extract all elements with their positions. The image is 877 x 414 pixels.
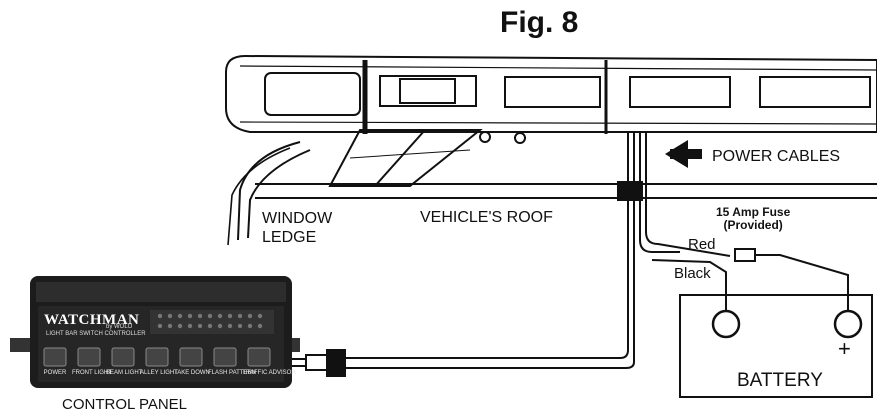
vehicles-roof-label: VEHICLE'S ROOF bbox=[420, 209, 553, 226]
window-ledge-label: WINDOW LEDGE bbox=[262, 209, 332, 247]
black-wire bbox=[651, 259, 727, 312]
traffic-advisor-button-label: TRAFFIC ADVISOR bbox=[242, 370, 296, 376]
battery bbox=[679, 294, 873, 398]
flash-pattern-button-label: FLASH PATTERN bbox=[208, 370, 257, 376]
beam-light-switch bbox=[111, 347, 135, 367]
red-wire-label: Red bbox=[688, 236, 716, 253]
battery-plus-label: + bbox=[838, 336, 851, 361]
battery-label: BATTERY bbox=[737, 370, 823, 391]
power-button-label: POWER bbox=[43, 370, 67, 376]
mount-bracket bbox=[328, 129, 428, 187]
window-ledge bbox=[237, 141, 301, 241]
power-cables-label: POWER CABLES bbox=[712, 148, 841, 165]
take-down-switch bbox=[179, 347, 203, 367]
beam-light-button-label: BEAM LIGHT bbox=[106, 370, 143, 376]
light-bar bbox=[225, 54, 877, 133]
window-ledge-line1: WINDOW bbox=[262, 210, 333, 227]
control-panel-label: CONTROL PANEL bbox=[62, 396, 188, 413]
panel-brand: WATCHMAN bbox=[44, 312, 140, 328]
flash-pattern-switch bbox=[213, 347, 237, 367]
window-ledge-line2: LEDGE bbox=[262, 229, 317, 246]
traffic-advisor-switch bbox=[247, 347, 271, 367]
fuse bbox=[734, 248, 756, 262]
front-light-button-label: FRONT LIGHT bbox=[72, 370, 112, 376]
panel-byline: by WOLO bbox=[106, 324, 133, 330]
fuse-label-line1: 15 Amp Fuse bbox=[716, 205, 791, 219]
panel-subtitle: LIGHT BAR SWITCH CONTROLLER bbox=[46, 331, 146, 337]
power-cables bbox=[345, 132, 629, 359]
take-down-button-label: TAKE DOWN bbox=[174, 370, 210, 376]
fuse-label: 15 Amp Fuse (Provided) bbox=[716, 206, 790, 232]
power-switch bbox=[43, 347, 67, 367]
alley-light-switch bbox=[145, 347, 169, 367]
fuse-label-line2: (Provided) bbox=[723, 218, 783, 232]
black-wire-label: Black bbox=[674, 265, 711, 282]
front-light-switch bbox=[77, 347, 101, 367]
alley-light-button-label: ALLEY LIGHT bbox=[140, 370, 178, 376]
control-panel bbox=[10, 276, 300, 388]
figure-title: Fig. 8 bbox=[500, 6, 579, 39]
